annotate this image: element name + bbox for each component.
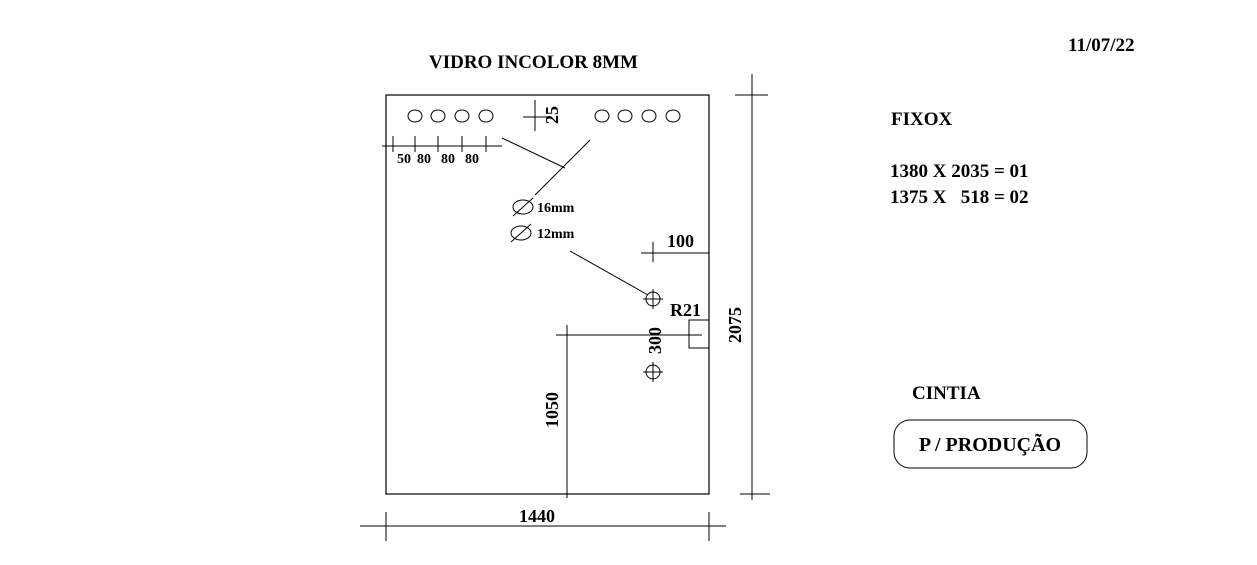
drawing-title: VIDRO INCOLOR 8MM bbox=[429, 52, 638, 73]
spacing-label-1: 50 bbox=[397, 152, 411, 167]
leader-line-left bbox=[501, 137, 566, 169]
spacing-label-4: 80 bbox=[465, 152, 479, 167]
radius-label: R21 bbox=[670, 300, 701, 320]
production-box bbox=[893, 419, 1088, 469]
height-to-cutout-label: 1050 bbox=[542, 392, 562, 428]
spacing-label-3: 80 bbox=[441, 152, 455, 167]
crosshair-hole-upper bbox=[643, 289, 663, 309]
height-dimension bbox=[735, 74, 770, 500]
notes-line-2: 1375 X 518 = 02 bbox=[890, 187, 1029, 208]
leader-line-lower bbox=[569, 250, 649, 296]
cutout-height-label: 300 bbox=[645, 327, 665, 354]
edge-notch bbox=[688, 319, 709, 349]
side-offset-label: 100 bbox=[667, 231, 694, 251]
hole-spacing-dimension bbox=[382, 136, 502, 152]
hole-16-label: 16mm bbox=[537, 201, 575, 216]
client-name: CINTIA bbox=[912, 383, 981, 404]
hole-12-label: 12mm bbox=[537, 227, 575, 242]
leader-line-right bbox=[534, 139, 591, 196]
width-dimension bbox=[360, 512, 726, 541]
glass-sheet bbox=[385, 94, 710, 495]
crosshair-hole-lower bbox=[643, 362, 663, 382]
diameter-icon-12 bbox=[510, 223, 532, 243]
hole-group-right bbox=[594, 109, 681, 123]
date-label: 11/07/22 bbox=[1068, 35, 1135, 56]
height-label: 2075 bbox=[725, 307, 745, 343]
width-label: 1440 bbox=[519, 506, 555, 526]
side-offset-dimension bbox=[641, 242, 709, 262]
production-label: P / PRODUÇÃO bbox=[919, 433, 1061, 456]
spacing-label-2: 80 bbox=[417, 152, 431, 167]
top-offset-label: 25 bbox=[542, 106, 562, 124]
notes-heading: FIXOX bbox=[891, 109, 953, 130]
notes-line-1: 1380 X 2035 = 01 bbox=[890, 161, 1029, 182]
top-offset-dimension bbox=[523, 100, 548, 131]
hole-group-left bbox=[407, 109, 494, 123]
diameter-icon-16 bbox=[512, 197, 534, 217]
